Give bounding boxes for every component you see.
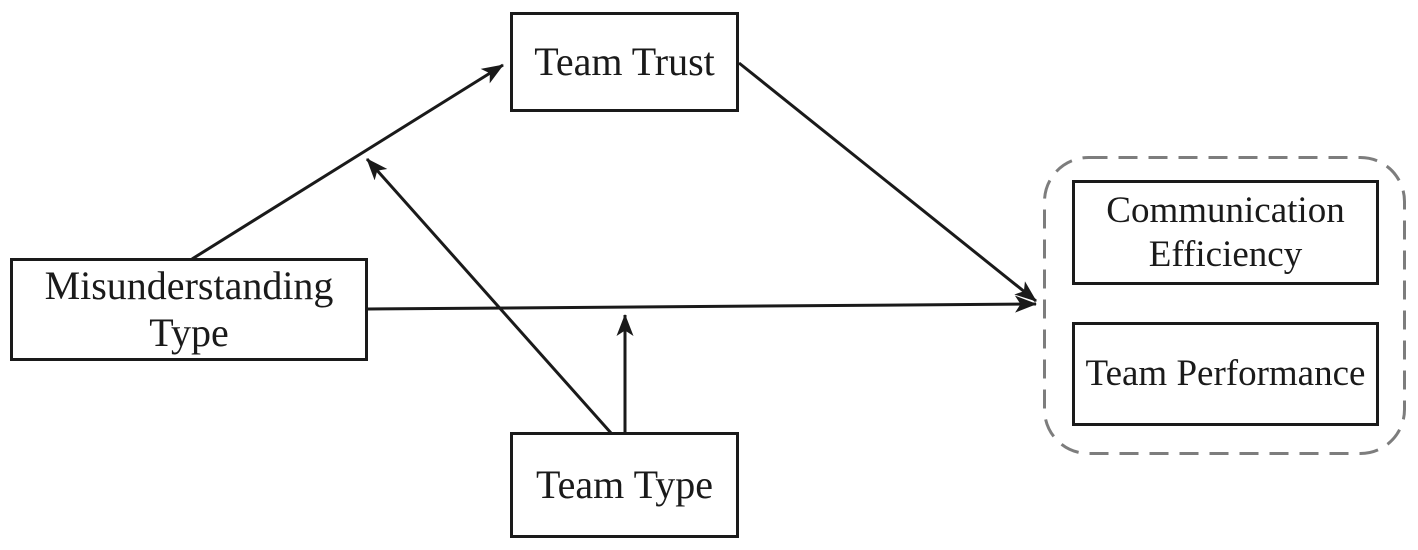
node-misunderstanding-type-label: Misunderstanding Type <box>44 262 334 355</box>
node-misunderstanding-type: Misunderstanding Type <box>10 258 368 361</box>
arrow-misunderstanding-to-team-trust <box>191 63 504 261</box>
node-team-type-label: Team Type <box>536 461 713 507</box>
arrow-team-type-moderates-trust-path <box>365 158 613 434</box>
node-communication-efficiency: Communication Efficiency <box>1072 180 1379 285</box>
node-team-performance-label: Team Performance <box>1085 353 1366 395</box>
arrow-misunderstanding-to-outcomes <box>367 295 1037 313</box>
node-team-performance: Team Performance <box>1072 322 1379 426</box>
node-team-trust-label: Team Trust <box>534 38 715 84</box>
node-team-trust: Team Trust <box>510 12 739 112</box>
node-team-type: Team Type <box>510 432 739 538</box>
node-communication-efficiency-label: Communication Efficiency <box>1106 190 1345 275</box>
arrow-team-trust-to-outcomes <box>738 61 1037 303</box>
